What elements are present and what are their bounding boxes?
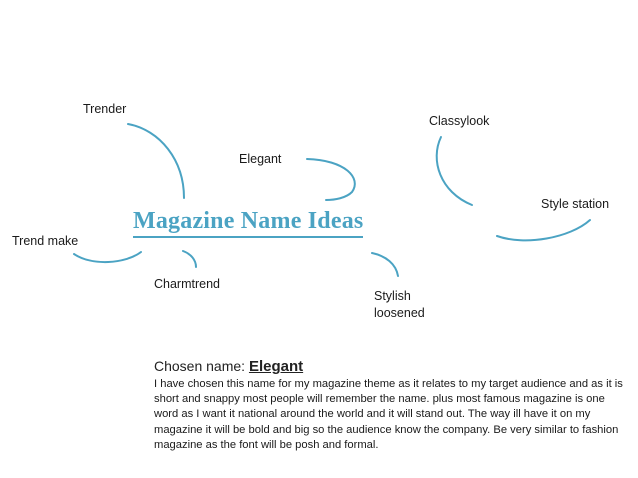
connector-trender bbox=[127, 123, 185, 199]
node-trend-make: Trend make bbox=[12, 234, 79, 248]
connector-classylook bbox=[435, 136, 473, 206]
node-classylook: Classylook bbox=[429, 114, 490, 128]
connector-style-station bbox=[496, 219, 591, 242]
chosen-label: Chosen name: bbox=[154, 358, 246, 374]
connector-trend-make bbox=[73, 251, 142, 264]
node-loosened: loosened bbox=[374, 306, 425, 320]
node-elegant: Elegant bbox=[239, 152, 282, 166]
node-stylish: Stylish bbox=[374, 289, 411, 303]
node-trender: Trender bbox=[83, 102, 127, 116]
chosen-name-line: Chosen name: Elegant bbox=[154, 358, 303, 375]
connector-elegant bbox=[306, 158, 356, 201]
chosen-name-value: Elegant bbox=[248, 358, 304, 375]
explanation-paragraph: I have chosen this name for my magazine … bbox=[154, 378, 623, 451]
node-charmtrend: Charmtrend bbox=[154, 277, 220, 291]
connector-charmtrend bbox=[182, 250, 197, 268]
center-title: Magazine Name Ideas bbox=[133, 207, 364, 238]
connector-stylish bbox=[371, 252, 399, 277]
node-style-station: Style station bbox=[541, 197, 610, 211]
